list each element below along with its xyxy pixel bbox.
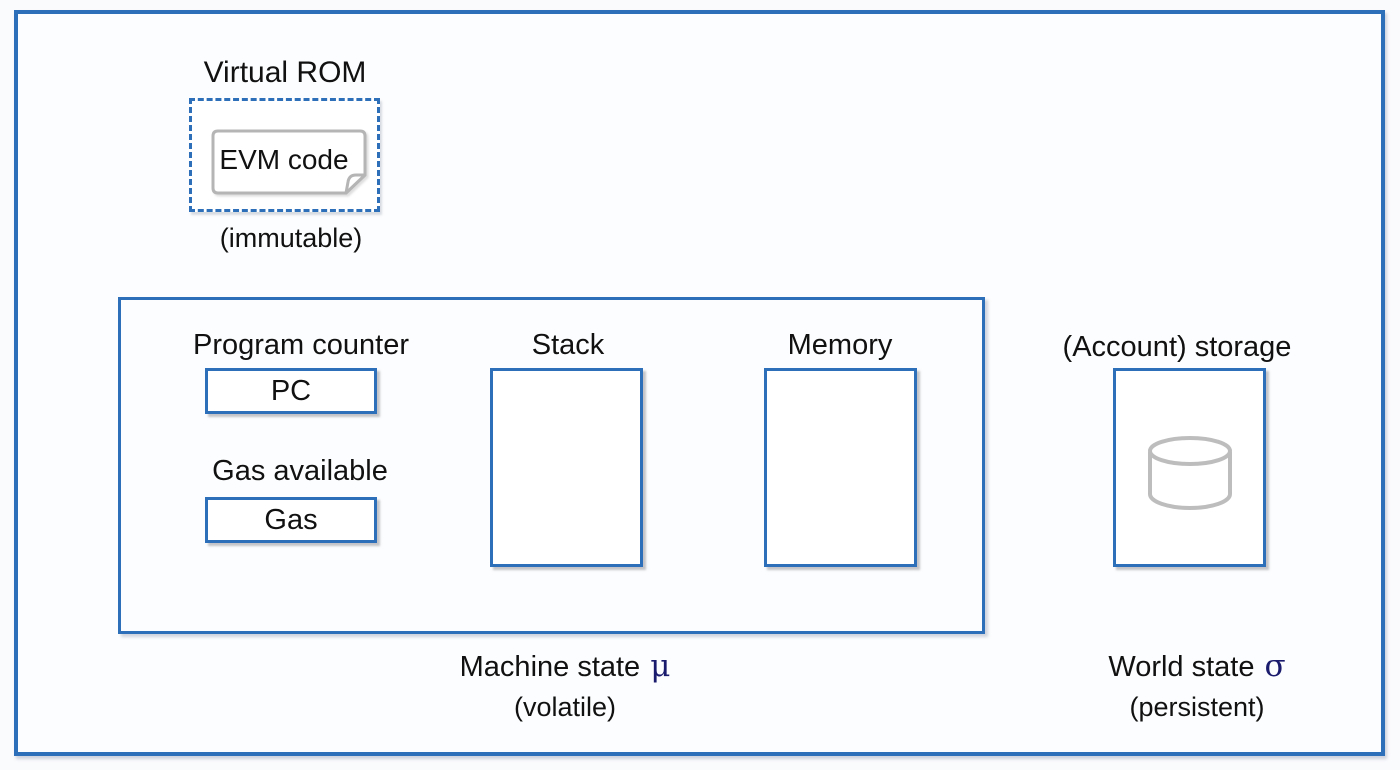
pc-box: PC [205, 368, 377, 414]
gas-available-label: Gas available [212, 455, 388, 487]
virtual-rom-caption: (immutable) [219, 223, 363, 253]
database-cylinder-icon [1147, 436, 1232, 510]
world-state-caption: World state σ (persistent) [1108, 648, 1285, 723]
virtual-rom-title: Virtual ROM [203, 56, 367, 89]
memory-label: Memory [787, 329, 893, 361]
evm-code-label: EVM code [219, 144, 349, 175]
gas-box: Gas [205, 497, 377, 543]
stack-box [490, 368, 643, 567]
evm-code-document: EVM code [211, 129, 367, 195]
account-storage-box [1113, 368, 1266, 567]
machine-state-caption-title: Machine state μ [460, 648, 671, 684]
machine-state-caption-text: Machine state [459, 651, 641, 683]
world-state-caption-text: World state [1108, 651, 1255, 683]
sigma-symbol: σ [1264, 648, 1286, 684]
mu-symbol: μ [650, 648, 671, 684]
machine-state-caption: Machine state μ (volatile) [460, 648, 671, 723]
world-state-caption-sub: (persistent) [1129, 692, 1265, 722]
program-counter-label: Program counter [193, 329, 409, 361]
code-document-icon [211, 129, 367, 195]
memory-box [764, 368, 917, 567]
machine-state-caption-sub: (volatile) [513, 692, 617, 722]
stack-label: Stack [531, 329, 605, 361]
world-state-caption-title: World state σ [1108, 648, 1285, 684]
account-storage-label: (Account) storage [1062, 331, 1292, 363]
